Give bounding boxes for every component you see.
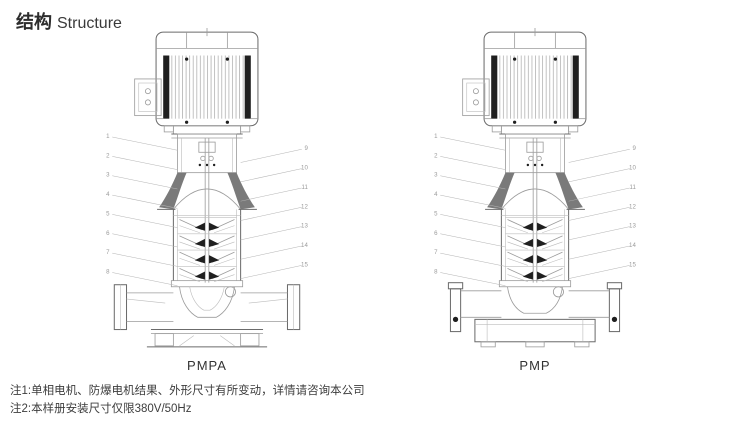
svg-text:13: 13 [301,223,308,230]
svg-text:4: 4 [434,191,438,198]
svg-text:8: 8 [434,269,438,276]
pmp-callouts-right: 9 10 11 12 13 14 15 [568,145,637,279]
footnote-2: 注2:本样册安装尺寸仅限380V/50Hz [10,402,192,415]
pmp-base [447,282,623,348]
svg-text:3: 3 [106,172,110,179]
svg-text:4: 4 [106,191,110,198]
svg-text:2: 2 [106,152,110,159]
svg-text:15: 15 [301,261,308,268]
svg-text:6: 6 [106,230,110,237]
svg-text:15: 15 [629,261,636,268]
svg-text:9: 9 [632,145,636,152]
svg-text:14: 14 [301,242,308,249]
svg-text:10: 10 [629,165,636,172]
page-title-en: Structure [57,15,122,32]
svg-text:12: 12 [629,203,636,210]
svg-text:6: 6 [434,230,438,237]
svg-text:1: 1 [434,133,438,140]
pmpa-base [113,284,301,348]
pmpa-callouts-left: 1 2 3 4 5 6 7 8 [106,133,178,286]
svg-text:8: 8 [106,269,110,276]
footnote-1: 注1:单相电机、防爆电机结果、外形尺寸有所变动，详情请咨询本公司 [10,385,365,397]
svg-text:11: 11 [630,184,637,191]
svg-text:2: 2 [434,152,438,159]
pmpa-label: PMPA [187,358,227,373]
pmpa-callouts-right: 9 10 11 12 13 14 15 [240,145,309,279]
svg-text:9: 9 [304,145,308,152]
page-title-zh: 结构 [16,12,52,32]
svg-text:5: 5 [106,210,110,217]
pmp-callouts-left: 1 2 3 4 5 6 7 8 [434,133,506,286]
svg-text:3: 3 [434,172,438,179]
svg-text:11: 11 [302,184,309,191]
page-title: 结构 Structure [16,8,122,34]
svg-text:12: 12 [301,203,308,210]
svg-text:7: 7 [434,249,438,256]
svg-text:14: 14 [629,242,636,249]
svg-text:7: 7 [106,249,110,256]
svg-text:1: 1 [106,133,110,140]
svg-text:5: 5 [434,210,438,217]
footnotes: 注1:单相电机、防爆电机结果、外形尺寸有所变动，详情请咨询本公司 注2:本样册安… [10,383,365,419]
svg-text:10: 10 [301,165,308,172]
pmp-label: PMP [519,358,551,373]
svg-text:13: 13 [629,223,636,230]
